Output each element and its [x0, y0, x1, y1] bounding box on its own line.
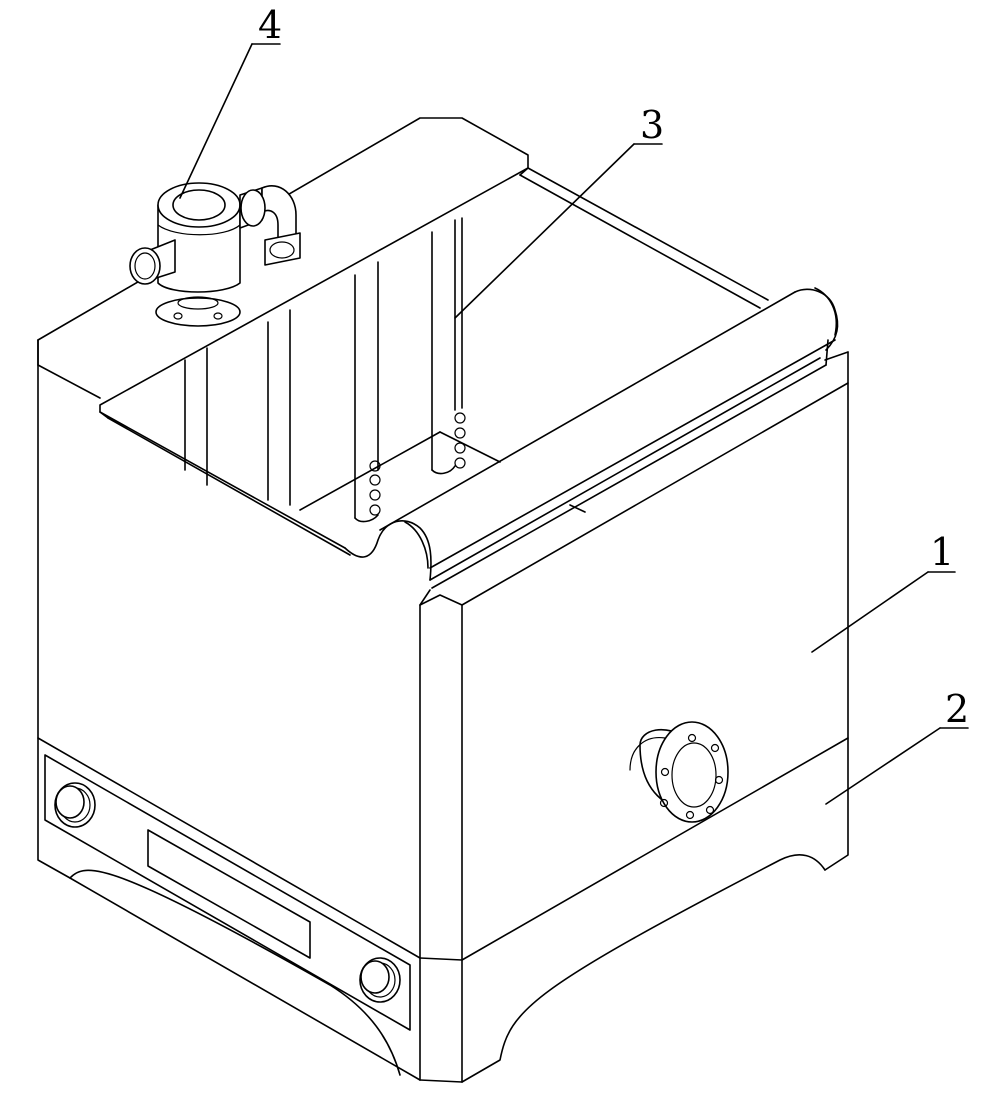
callout-label-2: 2 [945, 687, 969, 731]
tank-body [37, 339, 849, 1083]
tank-top-rim [37, 117, 827, 606]
front-roller [344, 287, 839, 581]
callout-label-1: 1 [930, 530, 954, 574]
callout-label-4: 4 [258, 3, 282, 47]
callout-2: 2 [825, 687, 969, 805]
callout-3: 3 [454, 103, 664, 319]
valve-assembly [129, 182, 301, 327]
control-panel [44, 754, 411, 1031]
callout-1: 1 [811, 530, 956, 653]
electrode-rods [184, 217, 466, 523]
callout-4: 4 [179, 3, 282, 199]
flange-port [629, 721, 729, 823]
callout-label-3: 3 [640, 103, 664, 147]
